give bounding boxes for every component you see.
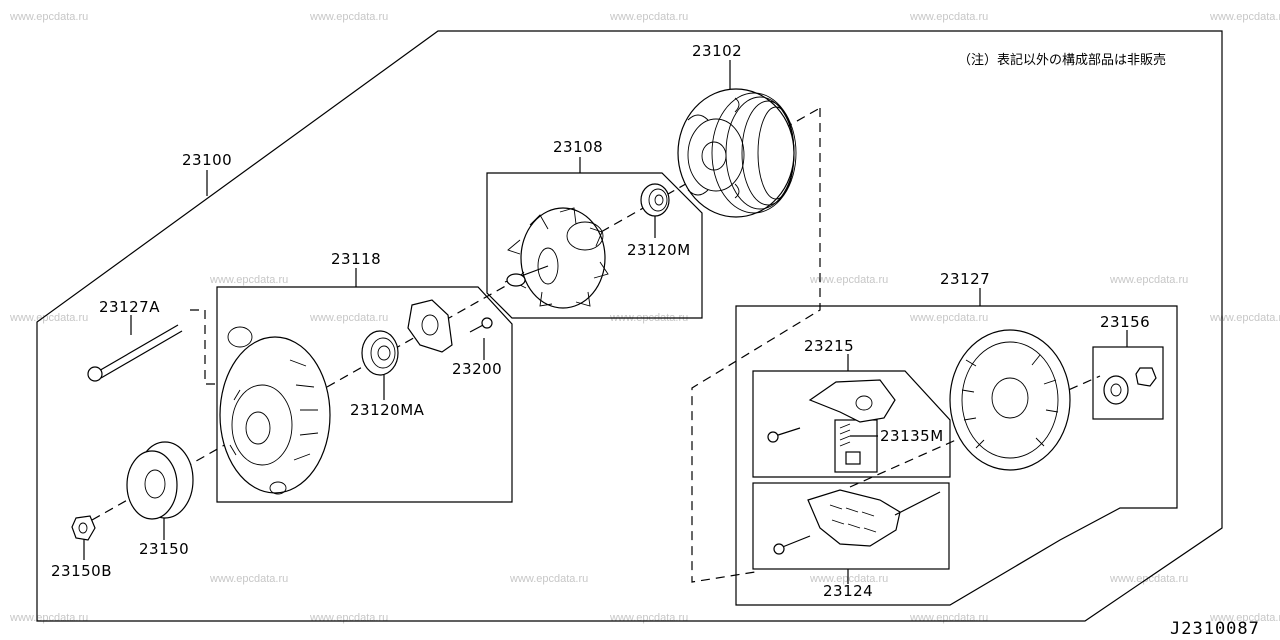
watermark: www.epcdata.ru — [210, 274, 289, 286]
not-for-sale-note: （注）表記以外の構成部品は非販売 — [958, 53, 1167, 68]
part-label-23124[interactable]: 23124 — [823, 582, 874, 600]
assembly-outline — [36, 30, 1223, 622]
watermark: www.epcdata.ru — [310, 312, 389, 324]
brush-holder-box — [752, 370, 951, 478]
part-label-23120ma[interactable]: 23120MA — [350, 401, 425, 419]
pulley-nut-part — [71, 515, 96, 541]
drawing-id: J2310087 — [1170, 619, 1260, 639]
retainer-plate-part — [407, 299, 453, 353]
front-cover-box — [216, 286, 513, 503]
watermark: www.epcdata.ru — [610, 11, 689, 23]
rear-cover-part — [949, 329, 1071, 471]
front-cover-part — [219, 326, 331, 495]
rear-bearing-part — [640, 183, 670, 217]
watermark: www.epcdata.ru — [10, 312, 89, 324]
part-label-23102[interactable]: 23102 — [692, 42, 743, 60]
part-label-23200[interactable]: 23200 — [452, 360, 503, 378]
part-label-23108[interactable]: 23108 — [553, 138, 604, 156]
watermark: www.epcdata.ru — [910, 312, 989, 324]
part-label-23100[interactable]: 23100 — [182, 151, 233, 169]
brush-holder-part — [767, 379, 896, 443]
part-label-23120m[interactable]: 23120M — [627, 241, 691, 259]
watermark: www.epcdata.ru — [10, 11, 89, 23]
dashed-bracket — [691, 108, 821, 583]
part-label-23127[interactable]: 23127 — [940, 270, 991, 288]
through-bolt-part — [87, 324, 183, 382]
diode-box — [752, 482, 950, 570]
part-label-23150b[interactable]: 23150B — [51, 562, 113, 580]
front-bearing-part — [361, 330, 399, 376]
part-label-23150[interactable]: 23150 — [139, 540, 190, 558]
pulley-part — [126, 441, 194, 520]
dashed-bracket — [190, 309, 217, 385]
watermark: www.epcdata.ru — [810, 573, 889, 585]
part-label-23127a[interactable]: 23127A — [99, 298, 160, 316]
watermark: www.epcdata.ru — [1210, 612, 1280, 624]
watermark: www.epcdata.ru — [910, 11, 989, 23]
rotor-part — [504, 207, 609, 309]
stator-housing-part — [677, 88, 797, 218]
watermark: www.epcdata.ru — [1210, 11, 1280, 23]
watermark: www.epcdata.ru — [310, 11, 389, 23]
watermark: www.epcdata.ru — [1110, 274, 1189, 286]
terminal-box — [1092, 346, 1164, 420]
brush-spring-part — [839, 423, 861, 465]
rear-cover-box — [735, 305, 1178, 606]
watermark: www.epcdata.ru — [810, 274, 889, 286]
retainer-screw-part — [469, 317, 493, 333]
watermark: www.epcdata.ru — [510, 573, 589, 585]
watermark: www.epcdata.ru — [1210, 312, 1280, 324]
part-label-23135m[interactable]: 23135M — [880, 427, 944, 445]
rotor-box — [486, 172, 703, 319]
part-label-23156[interactable]: 23156 — [1100, 313, 1151, 331]
part-label-23215[interactable]: 23215 — [804, 337, 855, 355]
terminal-set-part — [1103, 367, 1157, 405]
diode-assembly-part — [773, 489, 941, 555]
watermark: www.epcdata.ru — [210, 573, 289, 585]
watermark: www.epcdata.ru — [1110, 573, 1189, 585]
part-label-23118[interactable]: 23118 — [331, 250, 382, 268]
